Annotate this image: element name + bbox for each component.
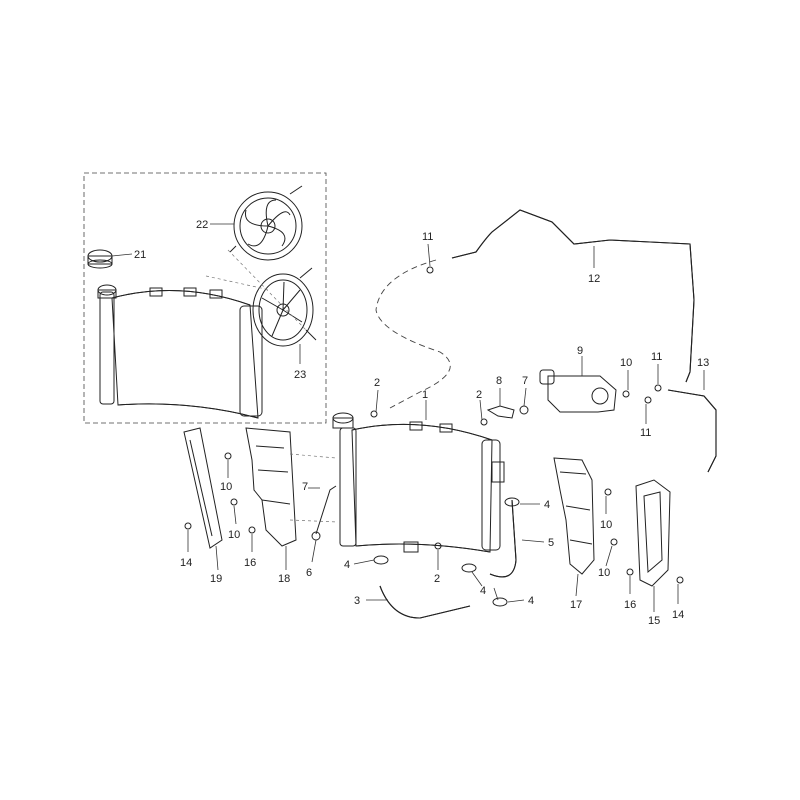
hose-5 [489, 499, 517, 578]
callout-1: 1 [422, 389, 428, 401]
callout-6: 6 [306, 567, 312, 579]
main-radiator-1 [332, 412, 505, 553]
callout-22: 22 [196, 219, 208, 231]
radiator-cap-21 [87, 249, 113, 269]
callout-11-top: 11 [422, 231, 433, 243]
overflow-hose-12 [451, 209, 695, 383]
callout-19: 19 [210, 573, 222, 585]
callout-4-lower-middle: 4 [480, 585, 486, 597]
fasteners [184, 266, 684, 584]
fan-shroud-23 [205, 249, 317, 347]
callout-13: 13 [697, 357, 709, 369]
callout-2-lower: 2 [434, 573, 440, 585]
callout-5: 5 [548, 537, 554, 549]
callout-2-upper-left: 2 [374, 377, 380, 389]
clamp-4-c [492, 597, 508, 607]
callout-11-right-lower: 11 [640, 427, 651, 439]
thermostat-housing-9 [539, 369, 617, 413]
callout-7-left: 7 [302, 481, 308, 493]
routing-dashed-line [375, 259, 451, 409]
side-trim-19 [183, 427, 223, 549]
hose-clamp-7-upper [519, 405, 529, 415]
callout-18: 18 [278, 573, 290, 585]
callout-4-lower-right: 4 [528, 595, 534, 607]
callout-10-right-upper: 10 [600, 519, 612, 531]
cooling-fan-22 [229, 185, 303, 261]
leader-lines [111, 223, 705, 612]
clamp-4-d [504, 497, 520, 507]
inset-box [83, 172, 327, 424]
callout-2-upper-right: 2 [476, 389, 482, 401]
callout-16-right: 16 [624, 599, 636, 611]
callout-10-top: 10 [620, 357, 632, 369]
callout-7-right: 7 [522, 375, 528, 387]
callout-11-right-upper: 11 [651, 351, 662, 363]
overflow-hose-13 [667, 389, 717, 473]
callout-17: 17 [570, 599, 582, 611]
side-guard-18 [245, 427, 339, 547]
side-guard-17 [553, 457, 595, 575]
callout-8: 8 [496, 375, 502, 387]
callout-14-left: 14 [180, 557, 192, 569]
callout-10-left-lower: 10 [228, 529, 240, 541]
callout-10-left-upper: 10 [220, 481, 232, 493]
callout-10-right-lower: 10 [598, 567, 610, 579]
callout-23: 23 [294, 369, 306, 381]
clamp-4-a [373, 555, 389, 565]
callout-12: 12 [588, 273, 600, 285]
inset-radiator [97, 284, 263, 419]
clamp-4-b [461, 563, 477, 573]
bracket-8 [486, 405, 515, 419]
callout-4-right: 4 [544, 499, 550, 511]
callout-labels: 22 21 23 11 12 2 1 2 8 7 9 10 11 11 13 1… [134, 219, 709, 627]
callout-15: 15 [648, 615, 660, 627]
hose-3 [379, 585, 471, 619]
callout-14-right: 14 [672, 609, 684, 621]
callout-9: 9 [577, 345, 583, 357]
callout-16-left: 16 [244, 557, 256, 569]
bracket-6 [311, 485, 337, 541]
side-trim-15 [635, 479, 671, 587]
callout-4-left: 4 [344, 559, 350, 571]
callout-21: 21 [134, 249, 146, 261]
callout-3: 3 [354, 595, 360, 607]
